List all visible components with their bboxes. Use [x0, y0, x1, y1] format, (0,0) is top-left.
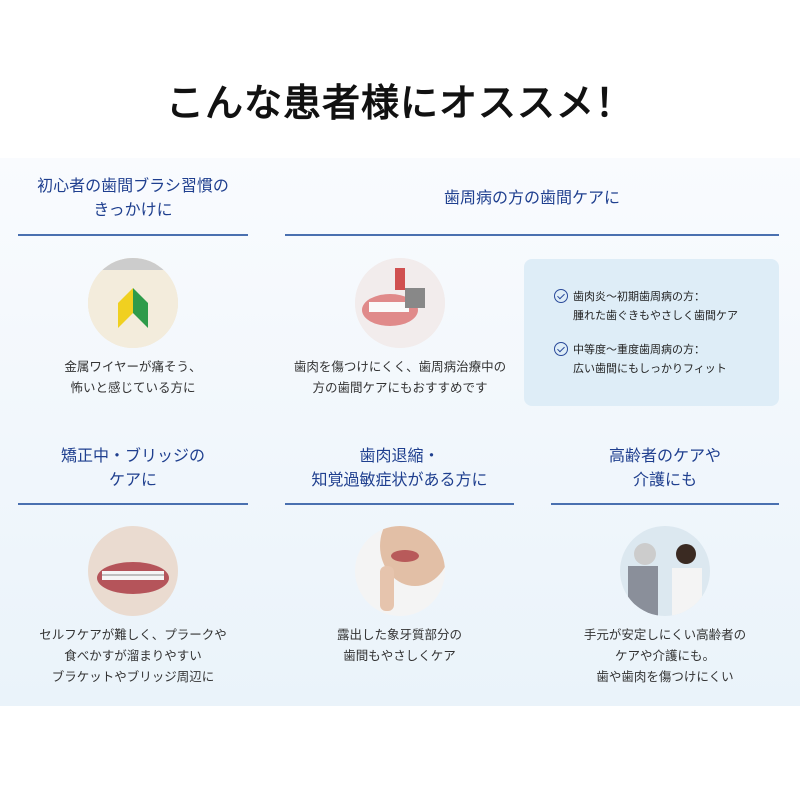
desc-line: ブラケットやブリッジ周辺に: [51, 669, 215, 684]
desc-line: 怖いと感じている方に: [70, 380, 196, 395]
sensitive-teeth-image: [355, 526, 445, 616]
desc-line: 歯や歯肉を傷つけにくい: [596, 669, 734, 684]
beginner-description: 金属ワイヤーが痛そう、 怖いと感じている方に: [18, 356, 248, 398]
dental-model-image: [355, 258, 445, 348]
info-label: 歯肉炎〜初期歯周病の方：: [573, 290, 705, 303]
heading-line: 歯周病の方の歯間ケアに: [443, 188, 620, 207]
orthodontic-description: セルフケアが難しく、プラークや 食べかすが溜まりやすい ブラケットやブリッジ周辺…: [10, 624, 256, 687]
heading-line: ケアに: [108, 469, 157, 489]
info-text: 腫れた歯ぐきもやさしく歯間ケア: [573, 309, 738, 322]
page-title: こんな患者様にオススメ！: [165, 81, 634, 125]
desc-line: 歯間もやさしくケア: [343, 648, 456, 663]
info-text: 広い歯間にもしっかりフィット: [573, 362, 727, 375]
desc-line: 食べかすが溜まりやすい: [64, 648, 202, 663]
elderly-care-description: 手元が安定しにくい高齢者の ケアや介護にも。 歯や歯肉を傷つけにくい: [551, 624, 779, 687]
gum-recession-description: 露出した象牙質部分の 歯間もやさしくケア: [285, 624, 514, 666]
info-item: 歯肉炎〜初期歯周病の方： 腫れた歯ぐきもやさしく歯間ケア: [554, 287, 779, 325]
desc-line: ケアや介護にも。: [614, 648, 715, 663]
heading-orthodontic: 矯正中・ブリッジの ケアに: [18, 440, 248, 505]
heading-line: きっかけに: [93, 200, 173, 219]
heading-beginner: 初心者の歯間ブラシ習慣の きっかけに: [18, 170, 248, 236]
elderly-care-image: [620, 526, 710, 616]
periodontal-description: 歯肉を傷つけにくく、歯周病治療中の 方の歯間ケアにもおすすめです: [270, 356, 530, 398]
desc-line: セルフケアが難しく、プラークや: [39, 627, 227, 642]
periodontal-info-box: 歯肉炎〜初期歯周病の方： 腫れた歯ぐきもやさしく歯間ケア 中等度〜重度歯周病の方：…: [524, 259, 779, 406]
heading-periodontal: 歯周病の方の歯間ケアに: [285, 170, 779, 236]
beginner-mark-image: [88, 258, 178, 348]
heading-line: 歯肉退縮・: [359, 445, 440, 465]
heading-line: 矯正中・ブリッジの: [60, 445, 205, 465]
heading-line: 初心者の歯間ブラシ習慣の: [37, 176, 229, 195]
check-circle-icon: [554, 342, 568, 356]
heading-line: 高齢者のケアや: [608, 445, 721, 465]
desc-line: 方の歯間ケアにもおすすめです: [312, 380, 488, 395]
info-label: 中等度〜重度歯周病の方：: [573, 343, 705, 356]
heading-gum-recession: 歯肉退縮・ 知覚過敏症状がある方に: [285, 440, 514, 505]
desc-line: 露出した象牙質部分の: [336, 627, 462, 642]
check-circle-icon: [554, 289, 568, 303]
desc-line: 金属ワイヤーが痛そう、: [64, 359, 202, 374]
info-item: 中等度〜重度歯周病の方： 広い歯間にもしっかりフィット: [554, 340, 779, 378]
desc-line: 歯肉を傷つけにくく、歯周病治療中の: [293, 359, 507, 374]
braces-image: [88, 526, 178, 616]
heading-elderly-care: 高齢者のケアや 介護にも: [551, 440, 779, 505]
heading-line: 知覚過敏症状がある方に: [311, 469, 488, 489]
heading-line: 介護にも: [632, 469, 697, 489]
desc-line: 手元が安定しにくい高齢者の: [583, 627, 747, 642]
